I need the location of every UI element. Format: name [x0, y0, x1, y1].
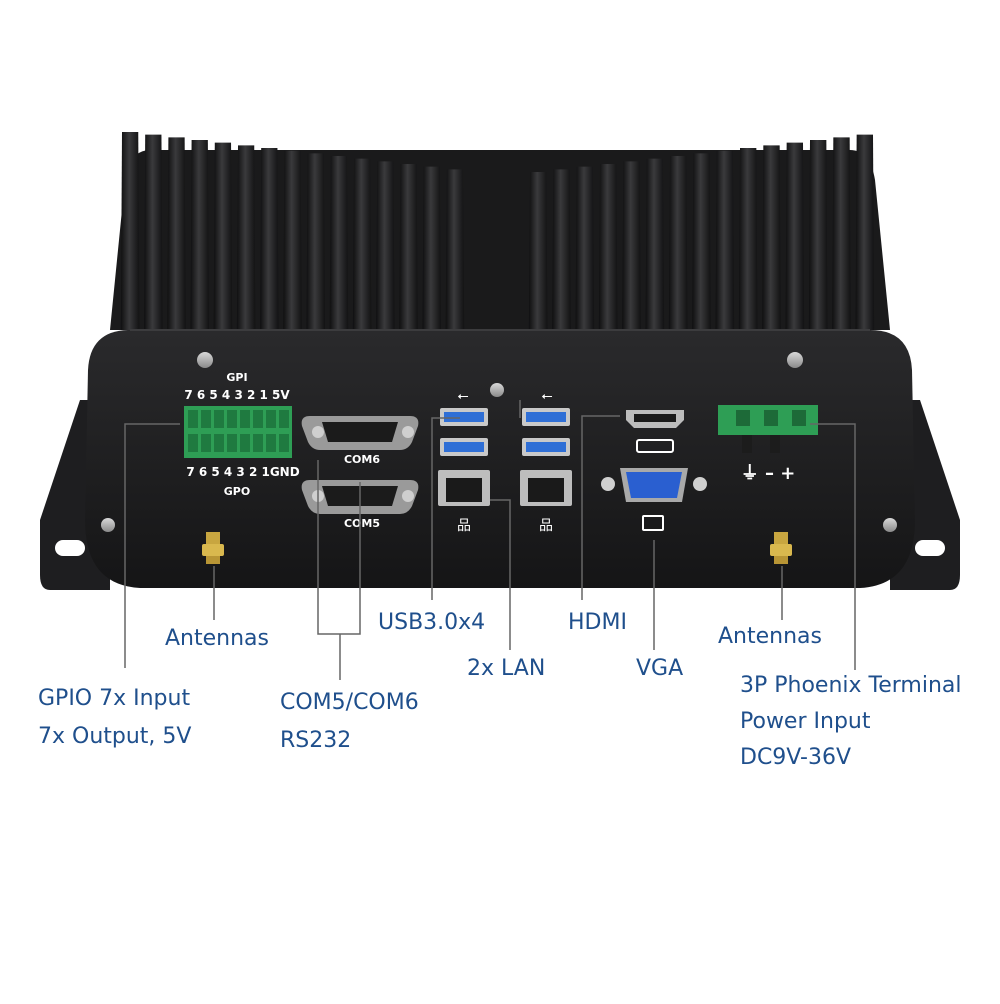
vga-port	[601, 468, 707, 531]
vga-icon	[642, 515, 664, 531]
heatsink-fin	[832, 137, 851, 330]
heatsink-fin	[598, 164, 618, 330]
gpio-pin	[253, 434, 263, 452]
heatsink-fin	[352, 158, 372, 330]
usb-label: USB3.0x4	[378, 610, 486, 635]
heatsink-fin	[329, 156, 349, 330]
network-icon-right: 品	[539, 518, 553, 534]
gpio-pin	[188, 434, 198, 452]
gpi-pin-numbers: 7 6 5 4 3 2 1 5V	[184, 388, 290, 402]
heatsink-fin	[715, 150, 735, 330]
gpio-terminal: GPI 7 6 5 4 3 2 1 5V 7 6 5 4 3 2 1GND GP…	[184, 371, 300, 498]
gpio-pin	[279, 410, 289, 428]
heatsink-fin	[552, 169, 571, 330]
vga-label: VGA	[636, 656, 684, 681]
heatsink-fin	[808, 140, 828, 330]
hdmi-icon	[636, 439, 674, 453]
heatsink-fin	[738, 148, 758, 330]
com6-port: COM6	[301, 416, 419, 466]
antenna-connector-left	[202, 532, 224, 564]
gpo-pin-numbers: 7 6 5 4 3 2 1GND	[186, 465, 299, 479]
usb-icon-right: ⭠	[541, 388, 552, 404]
gpio-pin	[227, 434, 237, 452]
power-polarity-symbols: ⏚ – +	[741, 463, 796, 484]
gpio-pin	[201, 434, 211, 452]
panel-screws	[101, 352, 897, 532]
heatsink-fin	[528, 172, 548, 330]
gpio-pin	[240, 434, 250, 452]
antennas-left-label: Antennas	[165, 626, 269, 651]
antenna-connector-right	[770, 532, 792, 564]
heatsink-fin	[575, 166, 595, 330]
heatsink-fin	[645, 158, 665, 330]
heatsink-fin	[306, 153, 325, 330]
heatsink-fin	[260, 148, 279, 330]
hdmi-port	[626, 410, 684, 453]
com-label-line1: COM5/COM6	[280, 690, 419, 715]
gpo-label: GPO	[224, 485, 250, 498]
gpio-pin	[227, 410, 237, 428]
gpio-label-line1: GPIO 7x Input	[38, 686, 191, 711]
heatsink-fin	[283, 150, 302, 330]
heatsink-fin	[144, 134, 163, 330]
heatsink-fin	[622, 161, 641, 330]
hdmi-label: HDMI	[568, 610, 627, 635]
antennas-right-label: Antennas	[718, 624, 822, 649]
heatsink-fin	[422, 166, 441, 330]
com6-label: COM6	[344, 453, 380, 466]
heatsink-fin	[855, 134, 875, 330]
heatsink-fin	[668, 156, 688, 330]
network-icon-left: 品	[457, 518, 471, 534]
gpio-pin	[201, 410, 211, 428]
power-label-line1: 3P Phoenix Terminal	[740, 673, 962, 698]
usb-icon-left: ⭠	[457, 388, 468, 404]
heatsink-fin	[376, 161, 395, 330]
lan-label: 2x LAN	[467, 656, 546, 681]
heatsink-fin	[785, 142, 805, 330]
heatsink-fin	[190, 140, 209, 330]
front-panel	[85, 329, 915, 588]
heatsink-fin	[399, 164, 418, 330]
heatsink-fin	[120, 132, 140, 330]
gpio-pin	[279, 434, 289, 452]
power-label-line2: Power Input	[740, 709, 871, 734]
gpio-pin	[240, 410, 250, 428]
com5-label: COM5	[344, 517, 380, 530]
heatsink-fin	[236, 145, 256, 330]
gpio-pin	[253, 410, 263, 428]
com-label-line2: RS232	[280, 728, 352, 753]
heatsink-fin	[692, 153, 711, 330]
power-terminal: ⏚ – +	[718, 405, 818, 484]
heatsink-fin	[445, 169, 465, 330]
usb-ports: ⭠ ⭠	[440, 388, 570, 456]
gpio-pin	[266, 434, 276, 452]
heatsink	[110, 132, 890, 330]
gpio-pin	[214, 434, 224, 452]
gpio-pin	[266, 410, 276, 428]
gpio-label-line2: 7x Output, 5V	[38, 724, 192, 749]
lan-ports: 品 品	[438, 470, 572, 534]
callout-lines	[124, 400, 856, 680]
gpi-label: GPI	[226, 371, 247, 384]
power-label-line3: DC9V-36V	[740, 745, 852, 770]
gpio-pin	[188, 410, 198, 428]
heatsink-fin	[762, 145, 781, 330]
gpio-pin	[214, 410, 224, 428]
heatsink-fin	[167, 137, 186, 330]
heatsink-fin	[213, 142, 233, 330]
